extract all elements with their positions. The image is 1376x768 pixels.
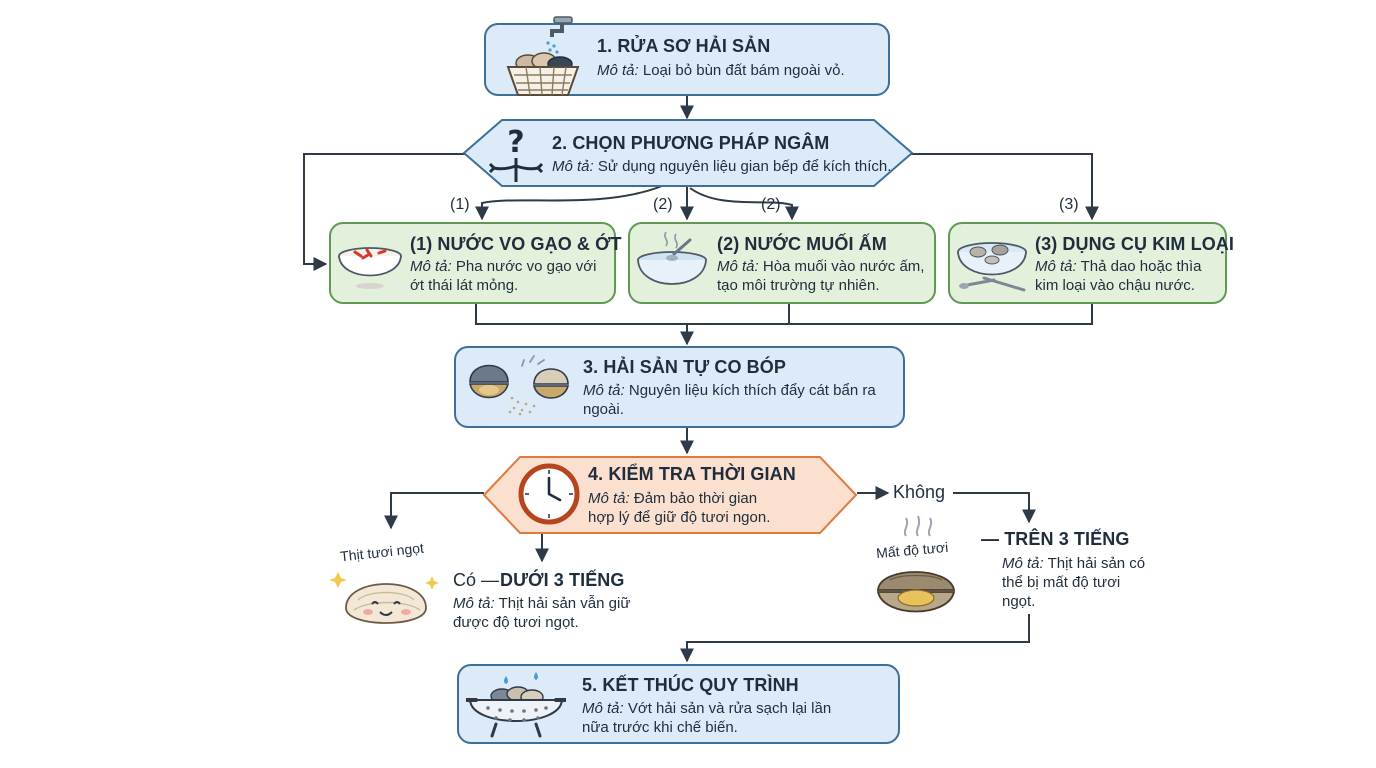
step2-desc: Mô tả: Sử dụng nguyên liệu gian bếp để k…: [552, 157, 892, 176]
option1-desc-label: Mô tả:: [410, 258, 452, 275]
step4-hexagon: [482, 456, 858, 534]
yes-label: Có —: [453, 570, 500, 590]
arrow-step2-option2-b: [689, 187, 799, 221]
arrow-step2-option1-outer: [303, 153, 468, 271]
option2-desc-text: Hòa muối vào nước ấm, tạo môi trường tự …: [717, 258, 925, 294]
option3-title: (3) DỤNG CỤ KIM LOẠI: [1035, 234, 1234, 254]
no-branch-desc-label: Mô tả:: [1002, 555, 1044, 572]
clock-icon: [518, 463, 580, 525]
option2-desc: Mô tả: Hòa muối vào nước ấm, tạo môi trư…: [717, 257, 929, 295]
step5-desc: Mô tả: Vớt hải sản và rửa sạch lại lần n…: [582, 699, 852, 737]
arrow-no-branch: [953, 492, 1036, 524]
step4-desc-label: Mô tả:: [588, 490, 630, 507]
merge-options-step3: [475, 304, 1093, 325]
step3-box: [454, 346, 905, 428]
step1-desc-text: Loại bỏ bùn đất bám ngoài vỏ.: [642, 62, 845, 79]
step2-title: 2. CHỌN PHƯƠNG PHÁP NGÂM: [552, 133, 830, 153]
step3-desc-text: Nguyên liệu kích thích đẩy cát bẩn ra ng…: [583, 382, 876, 418]
arrow-step2-option3: [906, 153, 1099, 221]
yes-branch-title: DƯỚI 3 TIẾNG: [500, 570, 625, 590]
branch-label-2b: (2): [761, 196, 781, 213]
option3-desc-label: Mô tả:: [1035, 258, 1077, 275]
step4-desc: Mô tả: Đảm bảo thời gian hợp lý để giữ đ…: [588, 489, 780, 527]
step1-desc-label: Mô tả:: [597, 62, 639, 79]
step1-desc: Mô tả: Loại bỏ bùn đất bám ngoài vỏ.: [597, 61, 877, 80]
salt-water-bowl-icon: [634, 228, 710, 298]
option2-desc-label: Mô tả:: [717, 258, 759, 275]
faucet-basket-icon: [500, 13, 586, 99]
yes-branch-desc: Mô tả: Thịt hải sản vẫn giữ được độ tươi…: [453, 594, 653, 632]
colander-icon: [464, 666, 568, 742]
step1-title: 1. RỬA SƠ HẢI SẢN: [597, 36, 771, 56]
dull-clam-icon: [870, 560, 962, 622]
no-branch-title: — TRÊN 3 TIẾNG: [981, 529, 1130, 549]
question-arrows-icon: ?: [486, 124, 546, 184]
svg-text:?: ?: [507, 125, 524, 160]
option1-desc: Mô tả: Pha nước vo gạo với ớt thái lát m…: [410, 257, 610, 295]
rice-chili-bowl-icon: [335, 238, 405, 296]
branch-label-2a: (2): [653, 196, 673, 213]
metal-utensils-bowl-icon: [954, 234, 1030, 298]
step2-desc-text: Sử dụng nguyên liệu gian bếp để kích thí…: [597, 158, 892, 175]
step5-desc-text: Vớt hải sản và rửa sạch lại lần nữa trướ…: [582, 700, 832, 736]
option2-title: (2) NƯỚC MUỐI ẤM: [717, 234, 887, 254]
no-branch-desc-text: Thịt hải sản có thể bị mất độ tươi ngọt.: [1002, 555, 1146, 610]
option1-title: (1) NƯỚC VO GẠO & ỚT: [410, 234, 622, 254]
step2-desc-label: Mô tả:: [552, 158, 594, 175]
step5-desc-label: Mô tả:: [582, 700, 624, 717]
steam-icon: [898, 512, 938, 538]
clams-expelling-sand-icon: [464, 352, 574, 422]
option3-desc: Mô tả: Thả dao hoặc thìa kim loại vào ch…: [1035, 257, 1220, 295]
arrow-step4-left: [384, 492, 484, 530]
arrow-no-step5: [680, 614, 1030, 663]
step4-title: 4. KIỂM TRA THỜI GIAN: [588, 464, 796, 484]
yes-branch-desc-label: Mô tả:: [453, 595, 495, 612]
no-label: Không: [893, 482, 946, 502]
step2-hexagon: [462, 119, 914, 187]
option1-desc-text: Pha nước vo gạo với ớt thái lát mỏng.: [410, 258, 597, 294]
branch-label-1: (1): [450, 196, 470, 213]
option3-desc-text: Thả dao hoặc thìa kim loại vào chậu nước…: [1035, 258, 1202, 294]
step3-title: 3. HẢI SẢN TỰ CO BÓP: [583, 357, 786, 377]
no-branch-desc: Mô tả: Thịt hải sản có thể bị mất độ tươ…: [1002, 554, 1152, 611]
step3-desc: Mô tả: Nguyên liệu kích thích đẩy cát bẩ…: [583, 381, 883, 419]
step5-title: 5. KẾT THÚC QUY TRÌNH: [582, 675, 799, 695]
yes-branch-desc-text: Thịt hải sản vẫn giữ được độ tươi ngọt.: [453, 595, 631, 631]
happy-clam-icon: [328, 560, 446, 634]
step3-desc-label: Mô tả:: [583, 382, 625, 399]
step4-desc-text: Đảm bảo thời gian hợp lý để giữ độ tươi …: [588, 490, 771, 526]
branch-label-3: (3): [1059, 196, 1079, 213]
arrow-step2-option1: [475, 185, 663, 221]
